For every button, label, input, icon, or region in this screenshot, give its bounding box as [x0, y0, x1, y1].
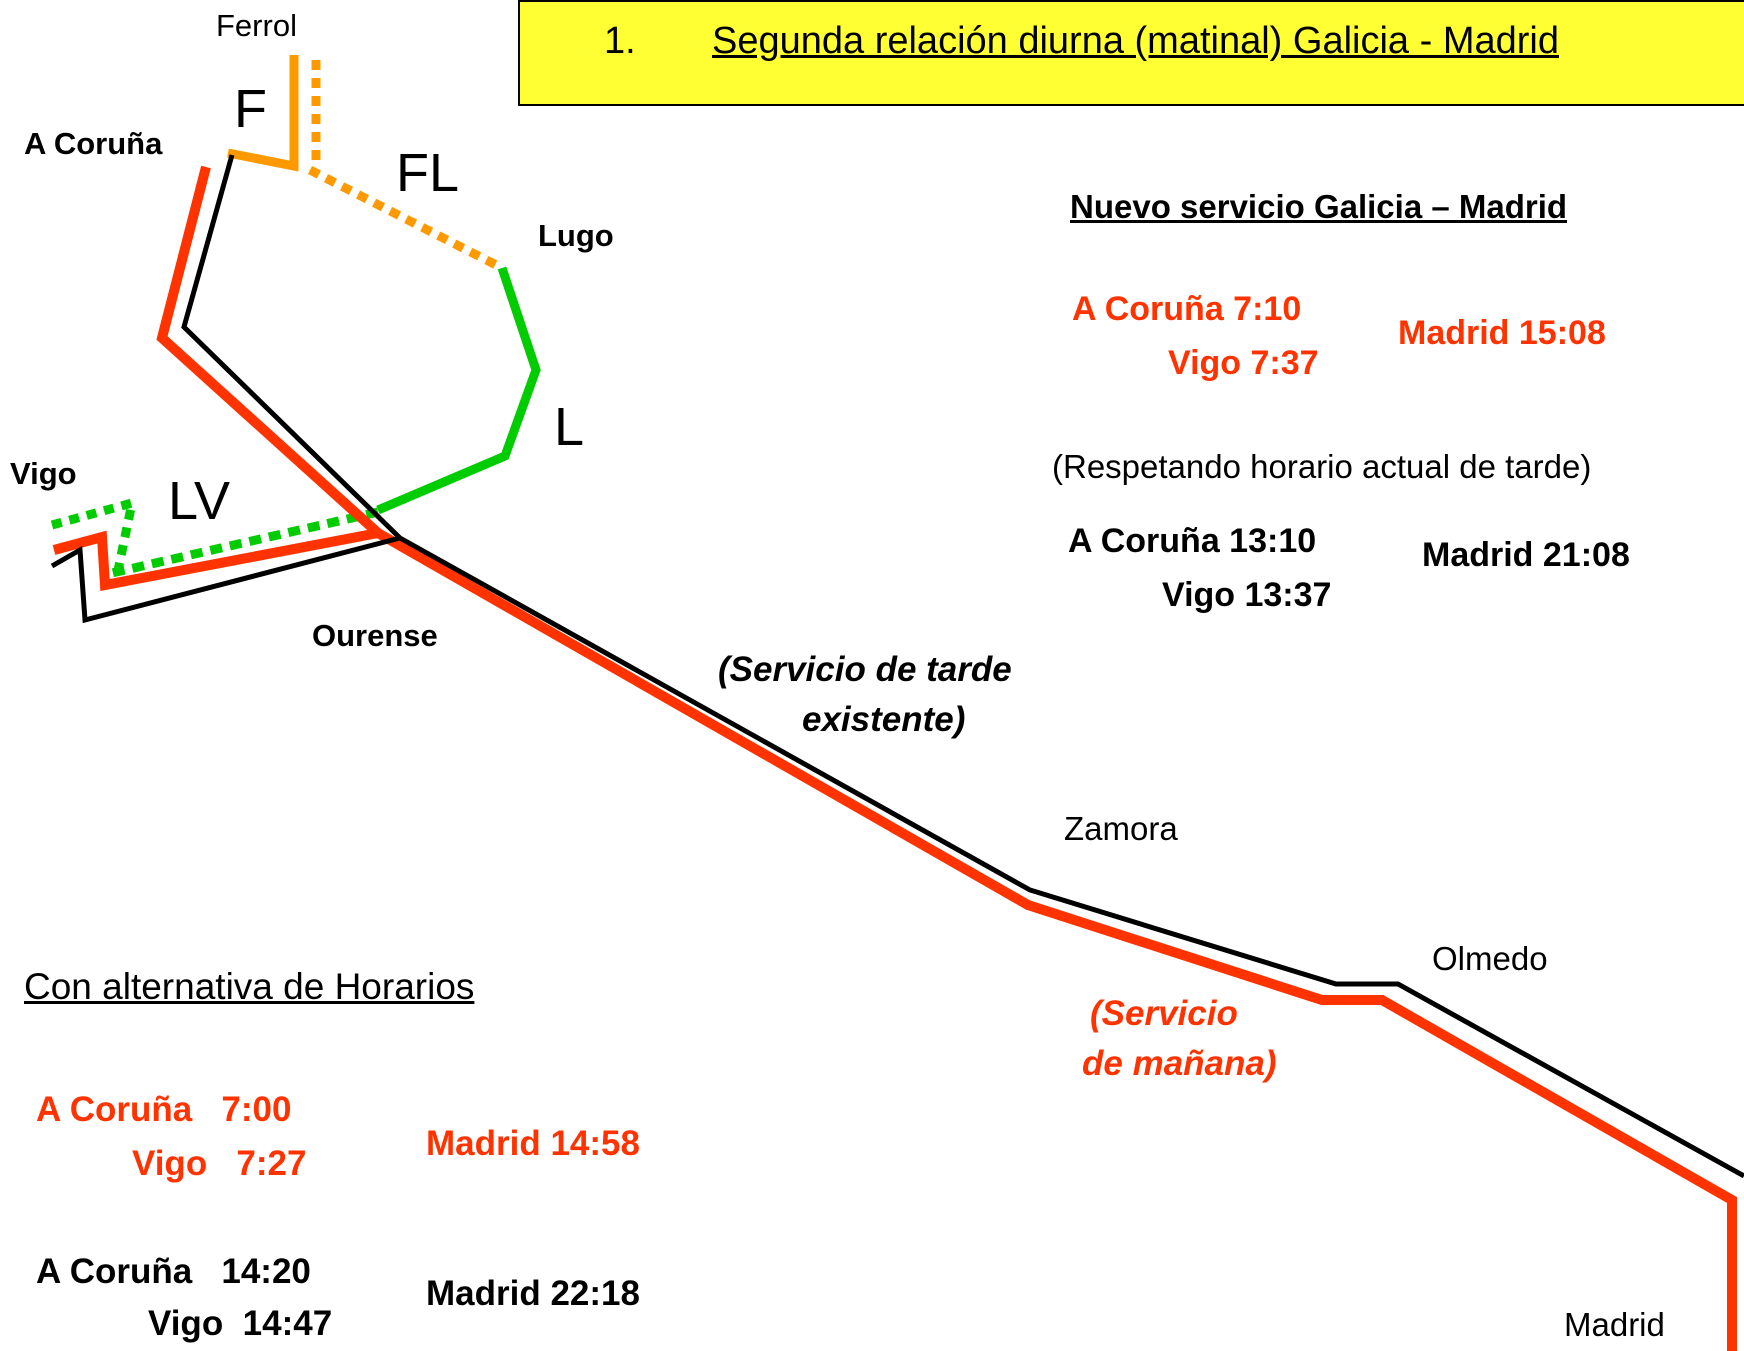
- afternoon-route-line: [181, 154, 1744, 1179]
- morning-route-line: [156, 165, 1737, 1351]
- morning-service-annotation-line1: (Servicio: [1090, 994, 1238, 1033]
- afternoon-route-vigo-link: [50, 535, 401, 624]
- title-banner: 1. Segunda relación diurna (matinal) Gal…: [518, 0, 1744, 106]
- new-service-heading: Nuevo servicio Galicia – Madrid: [1070, 188, 1568, 225]
- city-label-madrid: Madrid: [1564, 1306, 1665, 1343]
- morning-route-vigo-link: [52, 528, 379, 591]
- banner-title: Segunda relación diurna (matinal) Galici…: [712, 20, 1559, 62]
- banner-number: 1.: [604, 20, 636, 62]
- city-label-ferrol: Ferrol: [216, 8, 297, 43]
- alternative-afternoon-origin-coruna: A Coruña 14:20: [36, 1252, 311, 1291]
- new-service-morning-origin-vigo: Vigo 7:37: [1168, 344, 1319, 382]
- ferrol-branch-solid: [227, 55, 299, 172]
- city-label-ourense: Ourense: [312, 618, 438, 653]
- new-service-afternoon-origin-coruna: A Coruña 13:10: [1068, 522, 1317, 560]
- new-service-morning-destination: Madrid 15:08: [1398, 314, 1606, 352]
- lugo-vigo-dotted: [110, 507, 380, 578]
- alternative-afternoon-destination: Madrid 22:18: [426, 1274, 640, 1313]
- city-label-lugo: Lugo: [538, 218, 614, 253]
- alternative-morning-destination: Madrid 14:58: [426, 1124, 640, 1163]
- segment-label-f: F: [234, 79, 267, 139]
- new-service-afternoon-origin-vigo: Vigo 13:37: [1162, 576, 1332, 614]
- city-label-a-coruna: A Coruña: [24, 126, 163, 161]
- alternative-afternoon-origin-vigo: Vigo 14:47: [148, 1304, 333, 1343]
- morning-service-annotation-line2: de mañana): [1082, 1044, 1277, 1083]
- lugo-branch-solid: [376, 266, 541, 515]
- alternative-heading: Con alternativa de Horarios: [24, 966, 475, 1007]
- city-label-vigo: Vigo: [10, 456, 77, 491]
- vigo-branch-dotted: [50, 496, 138, 581]
- new-service-afternoon-destination: Madrid 21:08: [1422, 536, 1630, 574]
- city-label-olmedo: Olmedo: [1432, 940, 1548, 977]
- afternoon-service-annotation-line1: (Servicio de tarde: [718, 650, 1012, 689]
- afternoon-service-annotation-line2: existente): [802, 700, 966, 739]
- city-label-zamora: Zamora: [1064, 810, 1178, 847]
- new-service-morning-origin-coruna: A Coruña 7:10: [1072, 290, 1302, 328]
- alternative-morning-origin-coruna: A Coruña 7:00: [36, 1090, 292, 1129]
- segment-label-fl: FL: [396, 143, 460, 203]
- new-service-note: (Respetando horario actual de tarde): [1052, 448, 1592, 485]
- segment-label-l: L: [554, 397, 585, 457]
- alternative-morning-origin-vigo: Vigo 7:27: [132, 1144, 307, 1183]
- segment-label-lv: LV: [168, 471, 231, 531]
